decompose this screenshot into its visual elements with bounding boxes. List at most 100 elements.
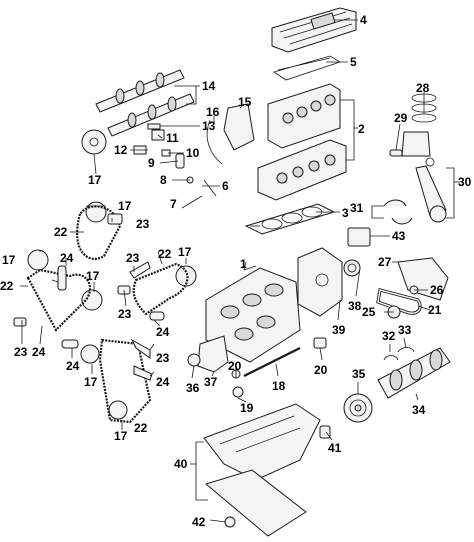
callout-23c: 23 [118,307,132,321]
rear-seal [187,353,201,367]
callout-23b: 23 [126,251,140,265]
callout-23e: 23 [156,351,170,365]
callout-40: 40 [174,457,188,471]
callout-23d: 23 [14,345,28,359]
callout-41: 41 [328,441,342,455]
callout-22b: 22 [0,279,14,293]
callout-11: 11 [166,131,179,145]
timing-cover [297,247,343,317]
callout-19: 19 [240,401,254,415]
callout-34: 34 [412,403,426,417]
oil-cooler [347,227,371,247]
valve-cover-gasket [273,55,341,81]
callout-24e: 24 [156,375,170,389]
callout-2: 2 [358,122,365,136]
callout-42: 42 [192,515,206,529]
valve-intake [203,179,217,197]
callout-39: 39 [332,323,346,337]
callout-labels: 1 2 3 4 5 6 7 8 9 10 11 12 13 14 15 16 1… [0,13,472,529]
callout-17g: 17 [114,429,128,443]
callout-20b: 20 [314,363,328,377]
connecting-rod [415,165,447,217]
chain-guide-center [149,311,165,321]
callout-3: 3 [342,206,349,220]
callout-7: 7 [170,197,177,211]
callout-21: 21 [428,303,442,317]
callout-15: 15 [238,95,252,109]
sensor-right [313,337,327,349]
cam-gear-mid [85,201,107,223]
callout-14: 14 [202,79,216,93]
callout-18: 18 [272,379,286,393]
callout-36: 36 [186,381,200,395]
callout-24c: 24 [66,359,80,373]
cylinder-head-upper [267,83,341,149]
tensioner-left [13,317,27,327]
oil-level-sensor [319,425,331,439]
callout-24b: 24 [32,345,46,359]
crank-sprocket-bottom [108,400,128,420]
crankshaft [377,347,451,399]
valve-exhaust [181,195,203,209]
callout-37: 37 [204,375,218,389]
valve-cover-upper [271,7,357,53]
sprocket-left [27,249,49,271]
callout-17a: 17 [88,173,102,187]
callout-23a: 23 [136,217,150,231]
callout-17e: 17 [178,245,192,259]
head-gasket [244,203,336,235]
timing-chain-left [26,268,92,332]
callout-24d: 24 [156,325,170,339]
callout-24a: 24 [60,251,74,265]
callout-32: 32 [382,329,396,343]
cam-cover-seal [206,119,223,165]
parts-drawings [13,7,451,537]
callout-17d: 17 [86,269,100,283]
crank-sprocket-left [80,344,100,364]
callout-16: 16 [206,105,220,119]
callout-31: 31 [350,201,364,215]
callout-9: 9 [148,156,155,170]
front-seal [343,259,361,277]
main-bearing-upper [383,355,399,361]
chain-guide-lower-left [61,339,79,349]
timing-chain-upper [76,205,122,260]
callout-12: 12 [114,143,128,157]
dipstick-tube [243,347,301,377]
main-bearing-lower [397,347,415,353]
callout-5: 5 [350,55,357,69]
callout-6: 6 [222,179,229,193]
piston-pin [389,149,403,157]
timing-chain-right [132,262,189,316]
cam-gear-upper [81,129,107,155]
camshafts [95,69,195,137]
callout-43: 43 [392,229,406,243]
callout-27: 27 [378,255,392,269]
callout-20a: 20 [228,359,242,373]
chain-guide-lower-right [130,338,151,359]
callout-17c: 17 [2,253,16,267]
leader-lines [20,19,460,523]
callout-17f: 17 [84,375,98,389]
pan-drain-bolt [224,516,236,528]
callout-33: 33 [398,323,412,337]
callout-29: 29 [394,111,408,125]
callout-38: 38 [348,299,362,313]
oil-pump [197,335,229,373]
cam-cover-plate [223,103,255,151]
tensioner-upper [107,213,123,225]
callout-35: 35 [352,367,366,381]
engine-block [205,267,301,363]
callout-8: 8 [160,173,167,187]
oil-pan-lower [204,469,307,537]
callout-4: 4 [360,13,367,27]
callout-17b: 17 [118,199,132,213]
callout-22a: 22 [54,225,68,239]
callout-10: 10 [186,146,200,160]
chain-guide-left [57,265,67,291]
drain-plug [232,386,244,398]
callout-30: 30 [458,175,472,189]
cam-bolt [147,123,161,130]
callout-26: 26 [430,283,444,297]
